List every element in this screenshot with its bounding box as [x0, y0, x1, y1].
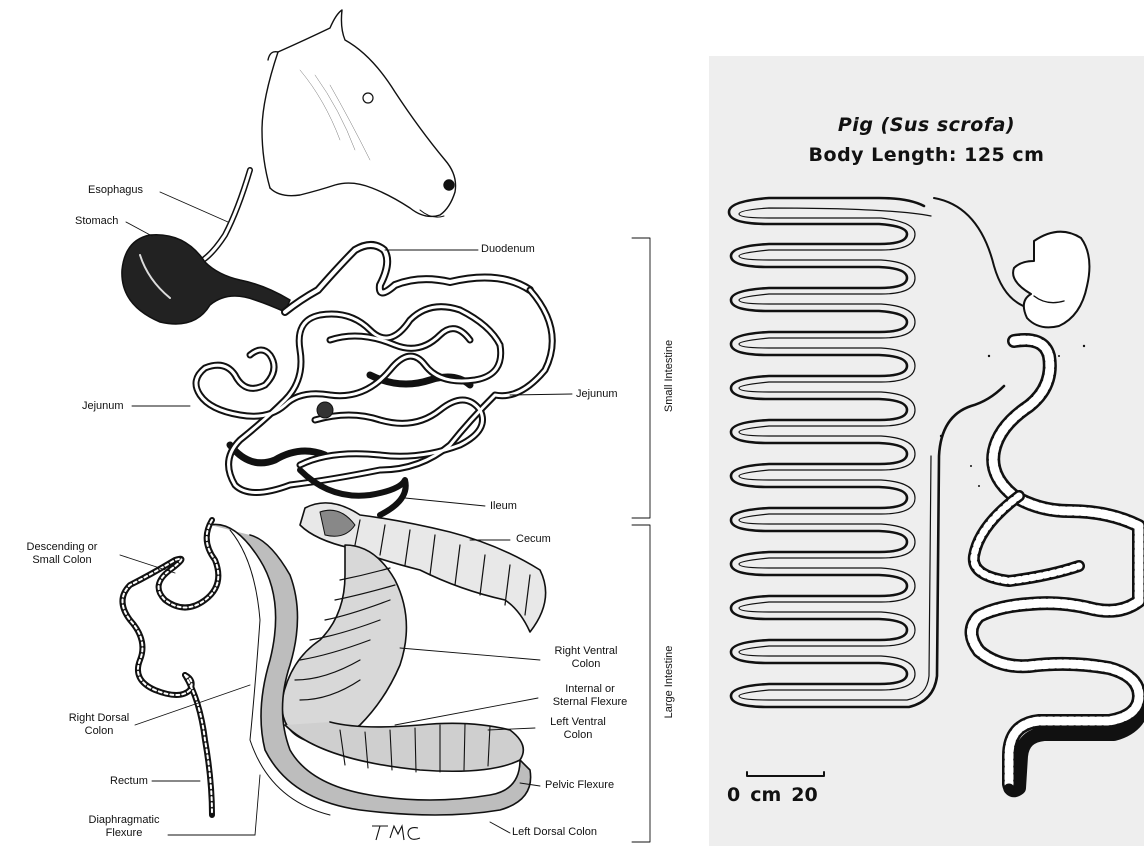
label-esophagus: Esophagus: [88, 184, 143, 197]
label-left-ventral-line1: Left Ventral: [532, 716, 624, 729]
label-left-dorsal-colon: Left Dorsal Colon: [512, 826, 597, 839]
pig-scale-label: 0 cm 20: [727, 784, 818, 806]
label-pelvic-flexure: Pelvic Flexure: [545, 779, 614, 792]
pig-title-line1: Pig (Sus scrofa): [709, 114, 1144, 136]
pig-stomach-organ: [1013, 232, 1089, 328]
label-large-intestine-bracket: Large Intestine: [663, 637, 675, 727]
label-internal-line2: Sternal Flexure: [538, 696, 642, 709]
label-descending-line1: Descending or: [6, 541, 118, 554]
label-descending-line2: Small Colon: [6, 554, 118, 567]
label-right-ventral-line2: Colon: [540, 658, 632, 671]
label-right-dorsal-colon: Right Dorsal Colon: [58, 712, 140, 738]
label-descending-colon: Descending or Small Colon: [6, 541, 118, 567]
label-diaphragmatic-line2: Flexure: [78, 827, 170, 840]
label-left-ventral-colon: Left Ventral Colon: [532, 716, 624, 742]
label-ileum: Ileum: [490, 500, 517, 513]
pig-scale-bar: [747, 772, 824, 776]
label-internal-flexure: Internal or Sternal Flexure: [538, 683, 642, 709]
label-duodenum: Duodenum: [481, 243, 535, 256]
pig-digestive-illustration: [709, 56, 1144, 846]
cecum-organ: [300, 503, 546, 632]
label-small-intestine-bracket: Small Intestine: [663, 331, 675, 421]
label-stomach: Stomach: [75, 215, 118, 228]
pig-title-line2: Body Length: 125 cm: [709, 144, 1144, 166]
pig-scale-unit: cm: [750, 784, 781, 806]
label-jejunum-right: Jejunum: [576, 388, 618, 401]
artist-signature: [372, 826, 420, 840]
small-intestine-loops: [196, 290, 552, 493]
pig-panel: Pig (Sus scrofa) Body Length: 125 cm 0 cm…: [709, 56, 1144, 846]
horse-head: [262, 10, 456, 217]
stomach-organ: [122, 235, 290, 324]
pig-small-intestine-loops: [729, 198, 1004, 707]
label-cecum: Cecum: [516, 533, 551, 546]
esophagus-tube: [200, 170, 250, 262]
label-right-dorsal-line1: Right Dorsal: [58, 712, 140, 725]
pig-scale-zero: 0: [727, 784, 740, 806]
label-right-ventral-line1: Right Ventral: [540, 645, 632, 658]
pig-large-intestine: [972, 340, 1144, 794]
pig-scale-value: 20: [791, 784, 817, 806]
label-jejunum-left: Jejunum: [82, 400, 124, 413]
label-internal-line1: Internal or: [538, 683, 642, 696]
label-diaphragmatic-line1: Diaphragmatic: [78, 814, 170, 827]
label-left-ventral-line2: Colon: [532, 729, 624, 742]
label-diaphragmatic-flexure: Diaphragmatic Flexure: [78, 814, 170, 840]
label-rectum: Rectum: [110, 775, 148, 788]
label-right-ventral-colon: Right Ventral Colon: [540, 645, 632, 671]
small-colon-organ: [123, 520, 219, 815]
label-right-dorsal-line2: Colon: [58, 725, 140, 738]
